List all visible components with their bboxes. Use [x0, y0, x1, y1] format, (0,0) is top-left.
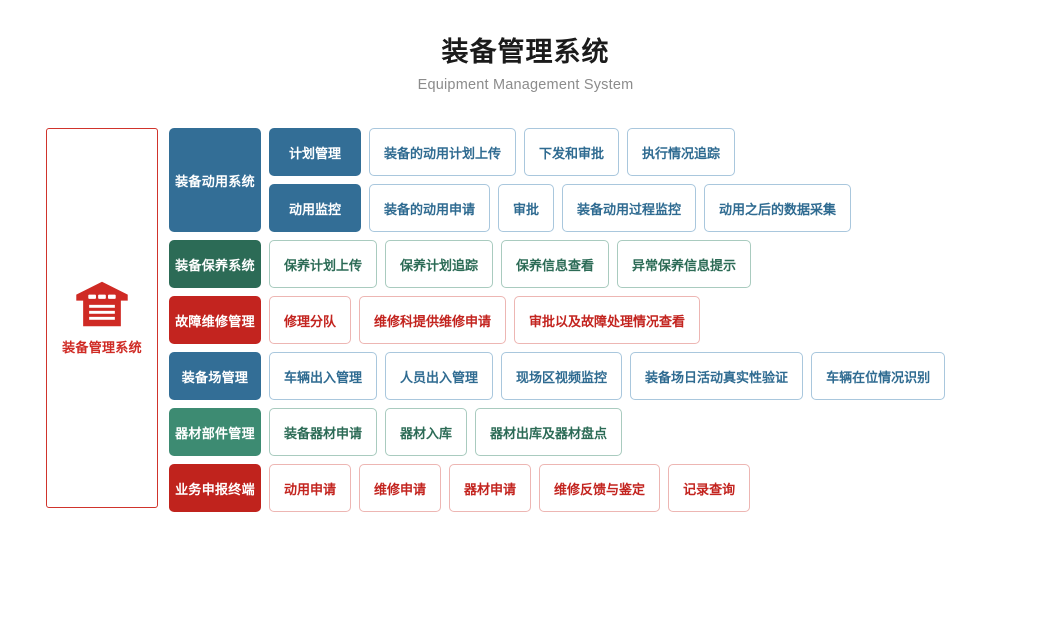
feature-button[interactable]: 审批以及故障处理情况查看: [514, 296, 701, 344]
system-architecture-diagram: 装备管理系统 装备动用系统计划管理装备的动用计划上传下发和审批执行情况追踪动用监…: [0, 118, 1051, 538]
root-system-label: 装备管理系统: [62, 340, 142, 355]
group-head-button[interactable]: 器材部件管理: [169, 408, 261, 456]
group-head-button[interactable]: 故障维修管理: [169, 296, 261, 344]
subrow: 保养计划上传保养计划追踪保养信息查看异常保养信息提示: [261, 240, 752, 288]
group-rows-container: 装备动用系统计划管理装备的动用计划上传下发和审批执行情况追踪动用监控装备的动用申…: [169, 128, 946, 520]
group-head-button[interactable]: 装备保养系统: [169, 240, 261, 288]
subrow-stack: 装备器材申请器材入库器材出库及器材盘点: [261, 408, 623, 456]
feature-button[interactable]: 器材出库及器材盘点: [475, 408, 623, 456]
subrow: 修理分队维修科提供维修申请审批以及故障处理情况查看: [261, 296, 701, 344]
feature-button[interactable]: 人员出入管理: [385, 352, 494, 400]
warehouse-icon: [76, 281, 128, 327]
page-header: 装备管理系统 Equipment Management System: [0, 0, 1051, 93]
group-row: 装备动用系统计划管理装备的动用计划上传下发和审批执行情况追踪动用监控装备的动用申…: [169, 128, 945, 232]
subrow-stack: 修理分队维修科提供维修申请审批以及故障处理情况查看: [261, 296, 701, 344]
group-head-button[interactable]: 装备动用系统: [169, 128, 261, 232]
feature-button[interactable]: 执行情况追踪: [627, 128, 736, 176]
feature-button[interactable]: 器材申请: [449, 464, 532, 512]
group-head-button[interactable]: 装备场管理: [169, 352, 261, 400]
feature-button[interactable]: 装备的动用计划上传: [369, 128, 517, 176]
group-row: 业务申报终端动用申请维修申请器材申请维修反馈与鉴定记录查询: [169, 464, 945, 512]
feature-button[interactable]: 维修反馈与鉴定: [539, 464, 661, 512]
feature-button[interactable]: 装备动用过程监控: [562, 184, 697, 232]
subgroup-button[interactable]: 动用监控: [269, 184, 361, 232]
group-head-button[interactable]: 业务申报终端: [169, 464, 261, 512]
feature-button[interactable]: 装备场日活动真实性验证: [630, 352, 804, 400]
group-row: 故障维修管理修理分队维修科提供维修申请审批以及故障处理情况查看: [169, 296, 945, 344]
group-row: 装备保养系统保养计划上传保养计划追踪保养信息查看异常保养信息提示: [169, 240, 945, 288]
feature-button[interactable]: 异常保养信息提示: [617, 240, 752, 288]
feature-button[interactable]: 保养计划上传: [269, 240, 378, 288]
feature-button[interactable]: 保养信息查看: [501, 240, 610, 288]
page-title: 装备管理系统: [441, 37, 610, 67]
group-row: 器材部件管理装备器材申请器材入库器材出库及器材盘点: [169, 408, 945, 456]
page-subtitle: Equipment Management System: [417, 77, 634, 94]
subrow: 车辆出入管理人员出入管理现场区视频监控装备场日活动真实性验证车辆在位情况识别: [261, 352, 946, 400]
feature-button[interactable]: 现场区视频监控: [501, 352, 623, 400]
feature-button[interactable]: 下发和审批: [524, 128, 620, 176]
feature-button[interactable]: 装备的动用申请: [369, 184, 491, 232]
feature-button[interactable]: 装备器材申请: [269, 408, 378, 456]
feature-button[interactable]: 维修科提供维修申请: [359, 296, 507, 344]
group-row: 装备场管理车辆出入管理人员出入管理现场区视频监控装备场日活动真实性验证车辆在位情…: [169, 352, 946, 400]
subrow-stack: 计划管理装备的动用计划上传下发和审批执行情况追踪动用监控装备的动用申请审批装备动…: [261, 128, 852, 232]
feature-button[interactable]: 动用之后的数据采集: [704, 184, 852, 232]
feature-button[interactable]: 审批: [498, 184, 555, 232]
feature-button[interactable]: 车辆出入管理: [269, 352, 378, 400]
subrow-stack: 动用申请维修申请器材申请维修反馈与鉴定记录查询: [261, 464, 751, 512]
subrow: 计划管理装备的动用计划上传下发和审批执行情况追踪: [261, 128, 851, 176]
subrow: 动用申请维修申请器材申请维修反馈与鉴定记录查询: [261, 464, 751, 512]
subrow-stack: 保养计划上传保养计划追踪保养信息查看异常保养信息提示: [261, 240, 752, 288]
feature-button[interactable]: 维修申请: [359, 464, 442, 512]
feature-button[interactable]: 动用申请: [269, 464, 352, 512]
subgroup-button[interactable]: 计划管理: [269, 128, 361, 176]
feature-button[interactable]: 修理分队: [269, 296, 352, 344]
feature-button[interactable]: 保养计划追踪: [385, 240, 494, 288]
feature-button[interactable]: 器材入库: [385, 408, 468, 456]
root-system-panel[interactable]: 装备管理系统: [46, 128, 158, 508]
subrow: 装备器材申请器材入库器材出库及器材盘点: [261, 408, 623, 456]
subrow-stack: 车辆出入管理人员出入管理现场区视频监控装备场日活动真实性验证车辆在位情况识别: [261, 352, 946, 400]
subrow: 动用监控装备的动用申请审批装备动用过程监控动用之后的数据采集: [261, 184, 852, 232]
feature-button[interactable]: 记录查询: [668, 464, 751, 512]
feature-button[interactable]: 车辆在位情况识别: [811, 352, 946, 400]
